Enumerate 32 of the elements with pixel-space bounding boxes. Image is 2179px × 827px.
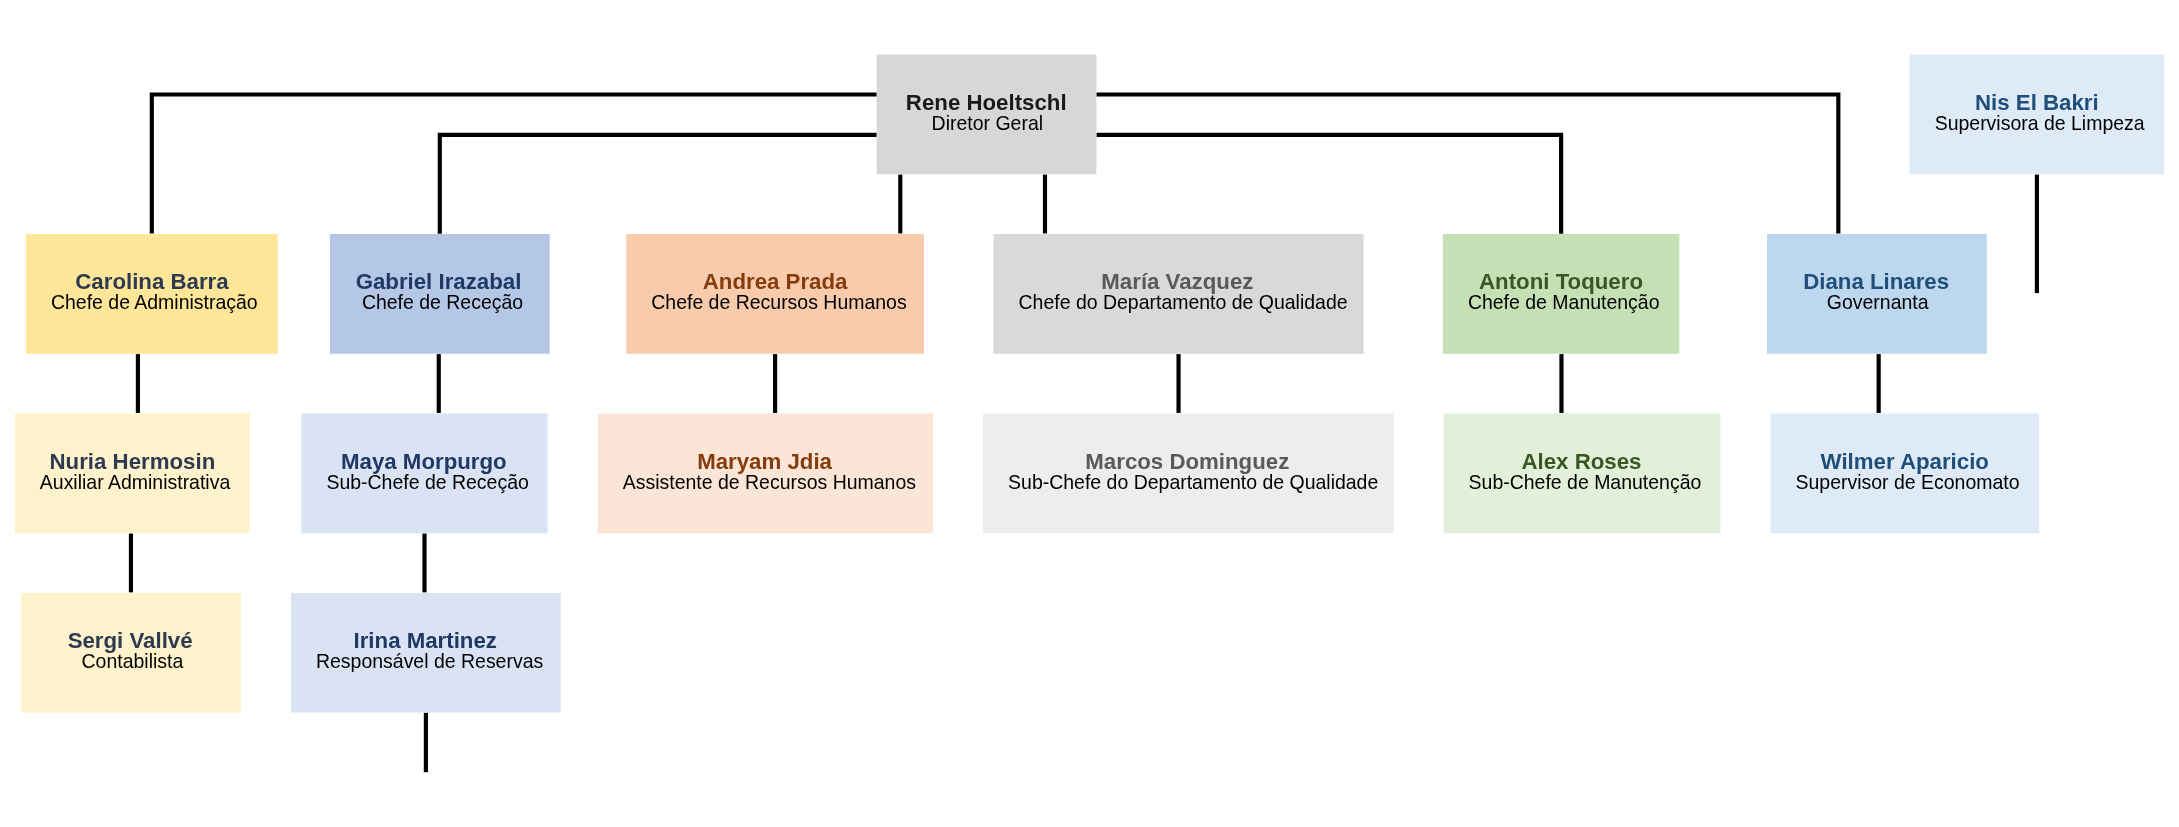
connector (135, 353, 140, 413)
node-box: Diana Linares Governanta (1767, 233, 1987, 354)
node-box: Rene Hoeltschl Diretor Geral (876, 54, 1097, 174)
node-box: Marcos Dominguez Sub-Chefe do Departamento de Qualidade (983, 413, 1394, 533)
node-box: Carolina Barra Chefe de Administração (25, 233, 278, 354)
connector (422, 533, 427, 592)
node-box: Maya Morpurgo Sub-Chefe de Receção (301, 413, 548, 533)
node-box: María Vazquez Chefe do Departamento de Qualidade (993, 233, 1364, 354)
node-box: Sergi Vallvé Contabilista (21, 592, 241, 713)
connector (1096, 132, 1564, 234)
connector (437, 132, 877, 234)
node-box: Maryam Jdia Assistente de Recursos Humanos (597, 413, 933, 533)
connector (773, 353, 778, 413)
node-box: Andrea Prada Chefe de Recursos Humanos (626, 233, 924, 354)
connector (1559, 353, 1564, 413)
node-box: Irina Martinez Responsável de Reservas (290, 592, 561, 713)
connector (1176, 353, 1181, 413)
node-box: Alex Roses Sub-Chefe de Manutenção (1443, 413, 1721, 533)
connector (128, 533, 134, 592)
connector (1096, 91, 1841, 233)
node-box: Gabriel Irazabal Chefe de Receção (329, 233, 550, 354)
connector (2034, 174, 2039, 293)
node-box: Nis El Bakri Supervisora de Limpeza (1909, 54, 2165, 174)
node-box: Wilmer Aparicio Supervisor de Economato (1770, 413, 2039, 533)
connector (423, 712, 428, 772)
node-box: Antoni Toquero Chefe de Manutenção (1442, 233, 1680, 354)
connector (898, 174, 903, 233)
connector (149, 91, 877, 233)
connector (1876, 353, 1881, 413)
node-box: Nuria Hermosin Auxiliar Administrativa (14, 413, 250, 533)
connector (1042, 174, 1048, 233)
connector (436, 353, 441, 413)
